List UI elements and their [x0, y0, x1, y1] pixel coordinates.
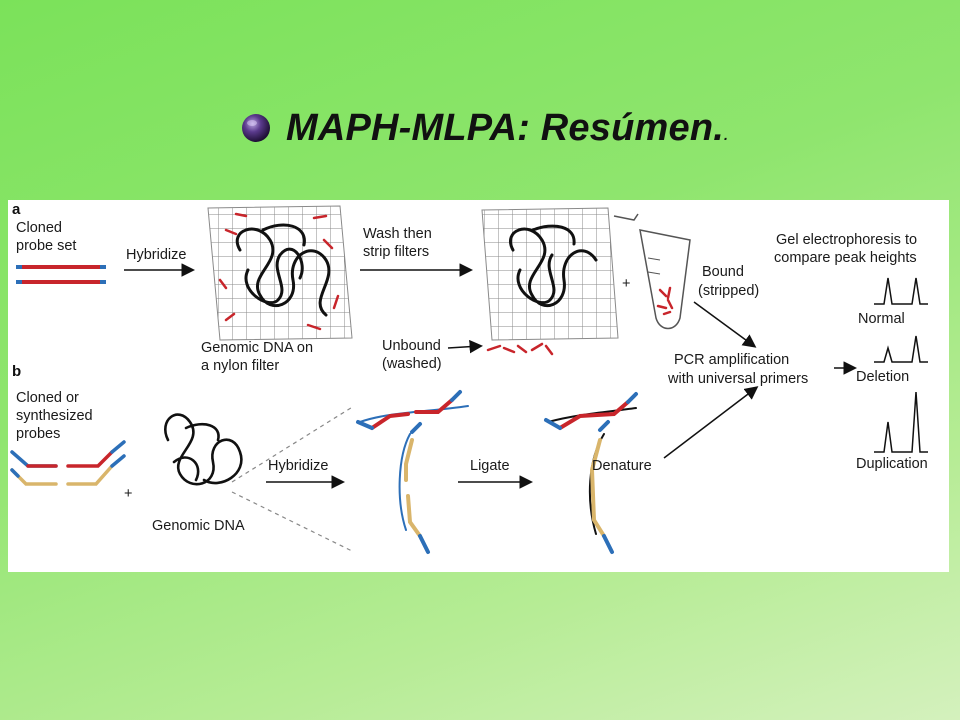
figure-diagram: a Cloned probe set Hybridize Genomic DNA… [10, 201, 928, 554]
hybridized-probes [356, 390, 469, 554]
ligated-probes [544, 392, 638, 554]
peaks-normal [874, 277, 928, 305]
tube-icon [613, 213, 691, 330]
cloned-synth-label-1: Cloned or [16, 390, 79, 406]
cloned-probe-set-label-1: Cloned [16, 220, 62, 236]
duplication-label: Duplication [856, 456, 928, 472]
sphere-bullet-icon [242, 114, 270, 142]
hybridize-b-label: Hybridize [268, 458, 328, 474]
denature-to-pcr-arrow [663, 386, 759, 459]
gel-label-2: compare peak heights [774, 250, 917, 266]
bound-label-1: Bound [702, 264, 744, 280]
pcr-label-2: with universal primers [667, 371, 808, 387]
slide-title-trailing: . [724, 126, 729, 143]
mlpa-probes [10, 440, 126, 486]
genomic-dna-label: Genomic DNA [152, 518, 245, 534]
nylon-filter-2 [481, 207, 619, 341]
wash-label-2: strip filters [363, 244, 429, 260]
cloned-probe-set-label-2: probe set [16, 238, 76, 254]
slide-title-text: MAPH-MLPA: Resúmen. [286, 106, 724, 149]
plus-b: + [124, 486, 132, 502]
unbound-label-2: (washed) [382, 356, 442, 372]
deletion-label: Deletion [856, 369, 909, 385]
gel-label-1: Gel electrophoresis to [776, 232, 917, 248]
slide-title: MAPH-MLPA: Resúmen.. [286, 107, 728, 150]
zoom-line-bottom [231, 491, 355, 553]
probe-set-bars [16, 265, 106, 284]
panel-b-letter: b [12, 363, 21, 380]
cloned-synth-label-2: synthesized [16, 408, 93, 424]
unbound-label-1: Unbound [382, 338, 441, 354]
wash-label-1: Wash then [363, 226, 432, 242]
slide-title-row: MAPH-MLPA: Resúmen.. [240, 104, 728, 152]
genomic-dna-b [164, 413, 243, 486]
nylon-filter-1 [207, 205, 353, 341]
bound-to-pcr-arrow [693, 301, 757, 348]
plus-a: + [622, 276, 630, 292]
maph-mlpa-figure: a Cloned probe set Hybridize Genomic DNA… [8, 200, 949, 572]
normal-label: Normal [858, 311, 905, 327]
unbound-arrow [447, 339, 483, 354]
hybridize-a-label: Hybridize [126, 247, 186, 263]
pcr-label-1: PCR amplification [674, 352, 789, 368]
panel-a-letter: a [12, 201, 21, 218]
genomic-dna-filter-label-1: Genomic DNA on [201, 340, 313, 356]
bound-label-2: (stripped) [698, 283, 759, 299]
unbound-probes [486, 342, 554, 356]
peaks-deletion [874, 335, 928, 363]
peaks-duplication [874, 391, 928, 453]
cloned-synth-label-3: probes [16, 426, 60, 442]
denature-label: Denature [592, 458, 652, 474]
genomic-dna-filter-label-2: a nylon filter [201, 358, 279, 374]
ligate-label: Ligate [470, 458, 510, 474]
